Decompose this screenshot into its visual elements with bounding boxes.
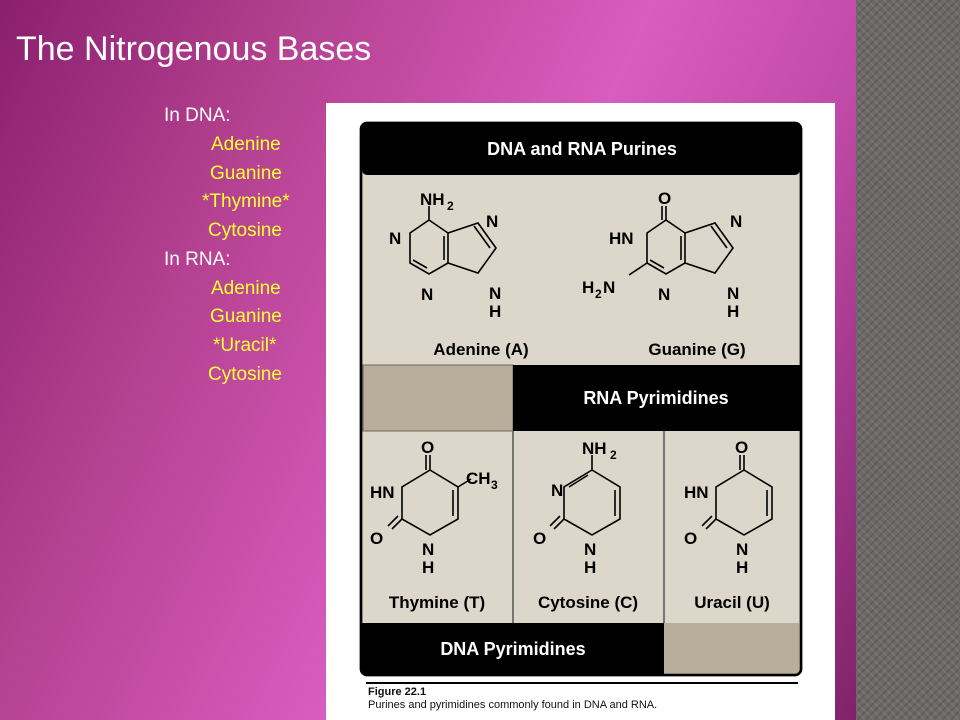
svg-text:O: O: [658, 189, 671, 208]
svg-text:H: H: [736, 558, 748, 577]
svg-text:N: N: [736, 540, 748, 559]
uracil-label: Uracil (U): [694, 593, 770, 612]
svg-text:O: O: [370, 529, 383, 548]
svg-text:O: O: [684, 529, 697, 548]
dna-base-item: Guanine: [210, 163, 282, 184]
cytosine-structure: [549, 455, 621, 536]
svg-text:N: N: [422, 540, 434, 559]
rna-base-item: Cytosine: [208, 364, 282, 385]
adenine-nh2: NH: [420, 190, 445, 209]
rna-base-item: Guanine: [210, 306, 282, 327]
uracil-structure: [701, 455, 773, 536]
svg-text:N: N: [489, 284, 501, 303]
tan-spacer-top: [362, 364, 514, 432]
adenine-structure: [409, 206, 497, 275]
svg-text:3: 3: [491, 478, 498, 492]
svg-text:H: H: [489, 302, 501, 321]
adenine-label: Adenine (A): [433, 340, 528, 359]
slide-title: The Nitrogenous Bases: [16, 30, 372, 68]
figure-caption: Figure 22.1 Purines and pyrimidines comm…: [368, 686, 657, 712]
svg-text:HN: HN: [370, 483, 395, 502]
dna-base-item: Adenine: [211, 134, 281, 155]
nitrogenous-bases-figure: DNA and RNA Purines RNA Pyrimidines DNA …: [326, 103, 835, 720]
purines-header: DNA and RNA Purines: [487, 139, 677, 159]
dna-pyrimidines-header-box: [362, 623, 664, 674]
svg-text:HN: HN: [684, 483, 709, 502]
dna-base-item: Cytosine: [208, 220, 282, 241]
svg-text:2: 2: [610, 448, 617, 462]
thymine-label: Thymine (T): [389, 593, 485, 612]
svg-text:N: N: [486, 212, 498, 231]
svg-text:N: N: [389, 229, 401, 248]
svg-text:N: N: [551, 481, 563, 500]
dna-base-item: *Thymine*: [202, 191, 290, 212]
caption-text: Purines and pyrimidines commonly found i…: [368, 699, 658, 711]
rna-base-item: *Uracil*: [213, 335, 277, 356]
purines-header-box: [362, 124, 800, 175]
guanine-structure: [628, 206, 734, 276]
svg-text:N: N: [730, 212, 742, 231]
rna-pyrimidines-header: RNA Pyrimidines: [583, 388, 728, 408]
svg-text:H: H: [422, 558, 434, 577]
figure-diagram: DNA and RNA Purines RNA Pyrimidines DNA …: [359, 121, 803, 684]
cytosine-label: Cytosine (C): [538, 593, 638, 612]
svg-text:N: N: [584, 540, 596, 559]
svg-text:O: O: [533, 529, 546, 548]
svg-text:H: H: [727, 302, 739, 321]
svg-text:2: 2: [595, 287, 602, 301]
decorative-side-strip: [856, 0, 960, 720]
caption-number: Figure 22.1: [368, 686, 427, 698]
svg-text:2: 2: [447, 199, 454, 213]
svg-text:H: H: [582, 278, 594, 297]
svg-text:H: H: [584, 558, 596, 577]
guanine-label: Guanine (G): [648, 340, 745, 359]
svg-text:N: N: [658, 285, 670, 304]
svg-text:HN: HN: [609, 229, 634, 248]
thymine-structure: [387, 455, 472, 536]
dna-heading: In DNA:: [164, 105, 231, 126]
tan-spacer-bottom: [664, 623, 800, 674]
rna-heading: In RNA:: [164, 249, 231, 270]
svg-text:N: N: [603, 278, 615, 297]
svg-text:CH: CH: [466, 469, 491, 488]
dna-pyrimidines-header: DNA Pyrimidines: [440, 639, 585, 659]
svg-text:O: O: [421, 438, 434, 457]
rna-base-item: Adenine: [211, 278, 281, 299]
rna-pyrimidines-header-box: [513, 365, 800, 431]
svg-text:O: O: [735, 438, 748, 457]
svg-text:NH: NH: [582, 439, 607, 458]
svg-text:N: N: [421, 285, 433, 304]
svg-text:N: N: [727, 284, 739, 303]
